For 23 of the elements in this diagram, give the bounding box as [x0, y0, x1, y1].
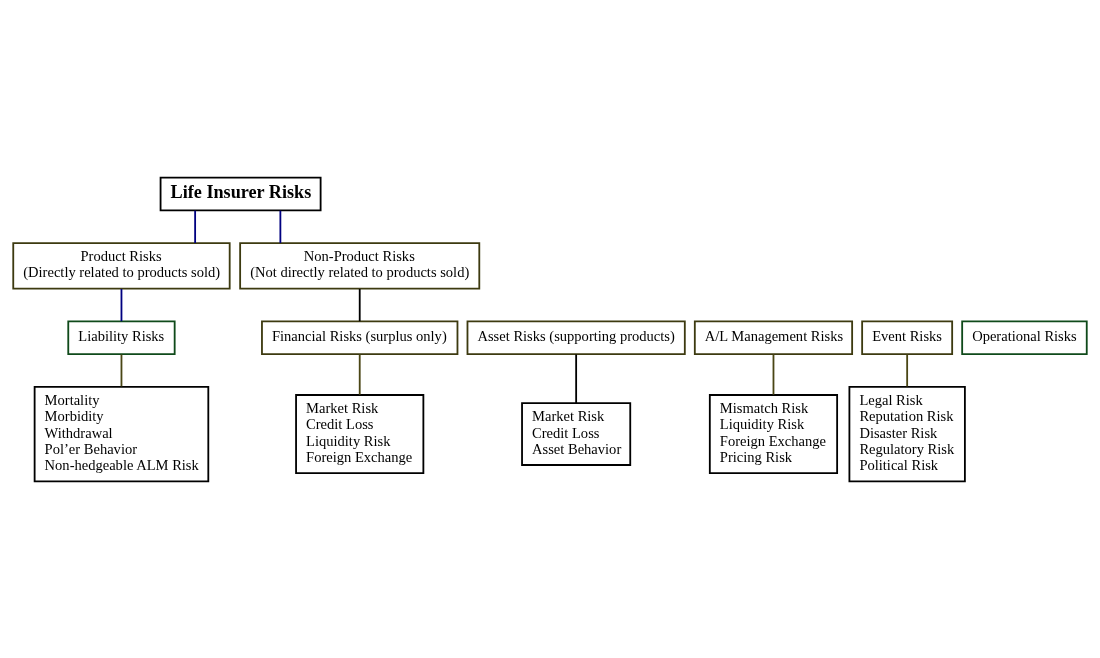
connector [194, 209, 197, 244]
connector [772, 353, 775, 396]
node-box: Mortality Morbidity Withdrawal Pol’er Behavior Non-hedgeable ALM Risk [33, 385, 210, 482]
connector [120, 353, 123, 387]
connector [906, 353, 909, 387]
node-box: Life Insurer Risks [159, 176, 322, 211]
node-box: Market Risk Credit Loss Liquidity Risk Foreign Exchange [295, 393, 425, 474]
node-box: Liability Risks [67, 319, 176, 355]
node-box: Market Risk Credit Loss Asset Behavior [521, 401, 632, 466]
node-box: Asset Risks (supporting products) [466, 319, 686, 355]
connector [358, 353, 361, 396]
node-box: Legal Risk Reputation Risk Disaster Risk Regulatory Risk Political Risk [848, 385, 966, 482]
node-box: Mismatch Risk Liquidity Risk Foreign Exchange Pricing Risk [708, 393, 839, 474]
node-box: Event Risks [861, 319, 954, 355]
node-box: Non-Product Risks (Not directly related to products sold) [239, 241, 481, 289]
node-box: Product Risks (Directly related to products sold) [12, 241, 231, 289]
node-box: Financial Risks (surplus only) [261, 319, 459, 355]
connector [279, 209, 282, 244]
connector [575, 353, 578, 404]
connector [358, 287, 361, 322]
node-box: Operational Risks [961, 319, 1088, 355]
connector [120, 287, 123, 322]
node-box: A/L Management Risks [693, 319, 854, 355]
